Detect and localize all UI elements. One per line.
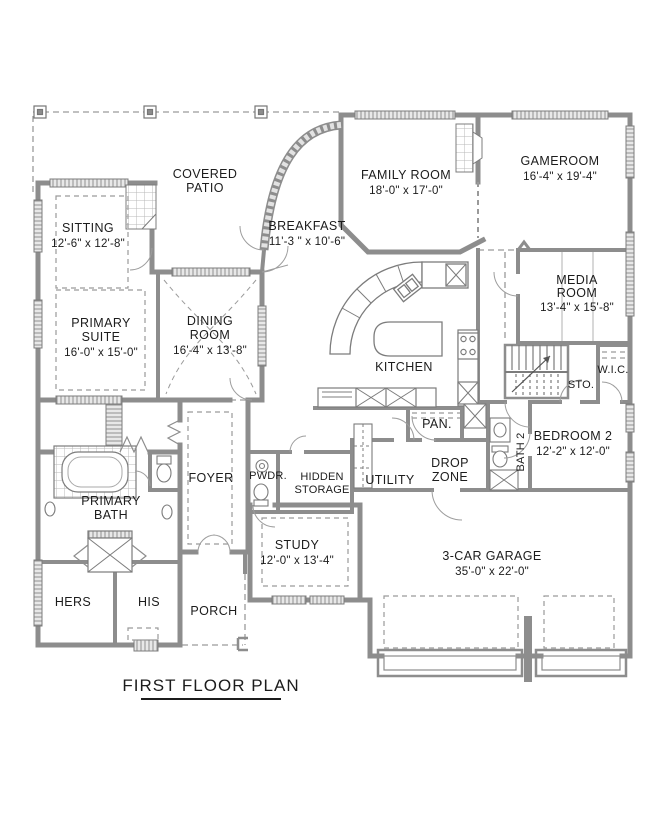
room-label-foyer: FOYER [188,471,233,485]
primary-bath-toilet [156,455,172,483]
room-label-porch: PORCH [190,604,237,618]
bath2-fixtures [489,417,519,491]
room-dims-dining: 16'-4" x 13'-8" [173,345,247,357]
room-label-media-2: ROOM [557,286,598,300]
kitchen-center-island [373,321,443,357]
room-label-hidden-2: STORAGE [295,484,350,496]
bifold-door-symbols [73,419,182,568]
room-label-bath2: BATH 2 [515,433,527,472]
primary-closet-cabinet [87,530,133,573]
room-label-wic: W.I.C. [597,364,628,376]
room-label-family-room: FAMILY ROOM [361,168,451,182]
room-label-dining-2: ROOM [190,328,231,342]
room-label-kitchen: KITCHEN [375,360,433,374]
room-dims-family-room: 18'-0" x 17'-0" [369,185,443,197]
room-label-sto: STO. [568,379,594,391]
room-label-covered-patio-2: PATIO [186,181,224,195]
primary-bath-sinks [44,501,173,520]
room-label-primary-bath-1: PRIMARY [81,494,141,508]
room-label-bedroom2: BEDROOM 2 [534,429,613,443]
room-label-drop-2: ZONE [432,470,468,484]
room-dims-primary-suite: 16'-0" x 15'-0" [64,347,138,359]
utility-cabinet [353,423,373,489]
kitchen-curved-island [329,261,424,355]
room-label-primary-suite-1: PRIMARY [71,316,131,330]
room-dims-media: 13'-4" x 15'-8" [540,302,614,314]
room-dims-sitting: 12'-6" x 12'-8" [51,238,125,250]
windows-vertical [33,125,635,627]
kitchen-range-counter [457,329,479,407]
dining-ceiling-vault-lines [163,279,257,395]
powder-room-fixtures [253,459,269,507]
room-label-media-1: MEDIA [556,273,598,287]
kitchen-top-counter [421,261,469,289]
room-label-pan: PAN. [422,417,452,431]
room-dims-garage: 35'-0" x 22'-0" [455,566,529,578]
room-dims-study: 12'-0" x 13'-4" [260,555,334,567]
plan-title: FIRST FLOOR PLAN [122,676,299,695]
room-label-his: HIS [138,595,160,609]
porch-details [236,636,248,652]
room-labels: COVERED PATIO FAMILY ROOM 18'-0" x 17'-0… [51,154,628,618]
primary-bath-tub [53,445,137,499]
sitting-fireplace [125,184,157,230]
room-label-sitting: SITTING [62,221,114,235]
breakfast-bay-window-wall [259,120,342,251]
room-label-gameroom: GAMEROOM [521,154,600,168]
interior-walls [36,239,632,647]
room-label-drop-1: DROP [431,456,469,470]
room-label-garage: 3-CAR GARAGE [442,549,541,563]
drop-zone-bench [463,403,487,429]
media-room-lines [561,252,594,341]
family-room-fireplace [455,123,483,173]
kitchen-back-counter [317,387,437,408]
room-label-hidden-1: HIDDEN [300,471,343,483]
door-swing-arcs [129,225,623,553]
garage-doors [376,616,628,682]
patio-posts [33,105,268,119]
room-dims-gameroom: 16'-4" x 19'-4" [523,171,597,183]
room-label-primary-suite-2: SUITE [82,330,121,344]
room-label-covered-patio-1: COVERED [173,167,238,181]
room-label-dining-1: DINING [187,314,233,328]
plan-title-group: FIRST FLOOR PLAN [122,676,299,700]
room-label-primary-bath-2: BATH [94,508,128,522]
room-label-breakfast: BREAKFAST [268,219,345,233]
dashed-room-outlines [55,195,628,649]
room-label-hers: HERS [55,595,91,609]
patio-overhang-lines [32,111,518,646]
staircase [503,343,570,400]
room-label-pwdr: PWDR. [249,470,287,482]
room-dims-breakfast: 11'-3 " x 10'-6" [269,236,345,248]
room-dims-bedroom2: 12'-2" x 12'-0" [536,446,610,458]
room-label-study: STUDY [275,538,320,552]
room-label-utility: UTILITY [365,473,415,487]
